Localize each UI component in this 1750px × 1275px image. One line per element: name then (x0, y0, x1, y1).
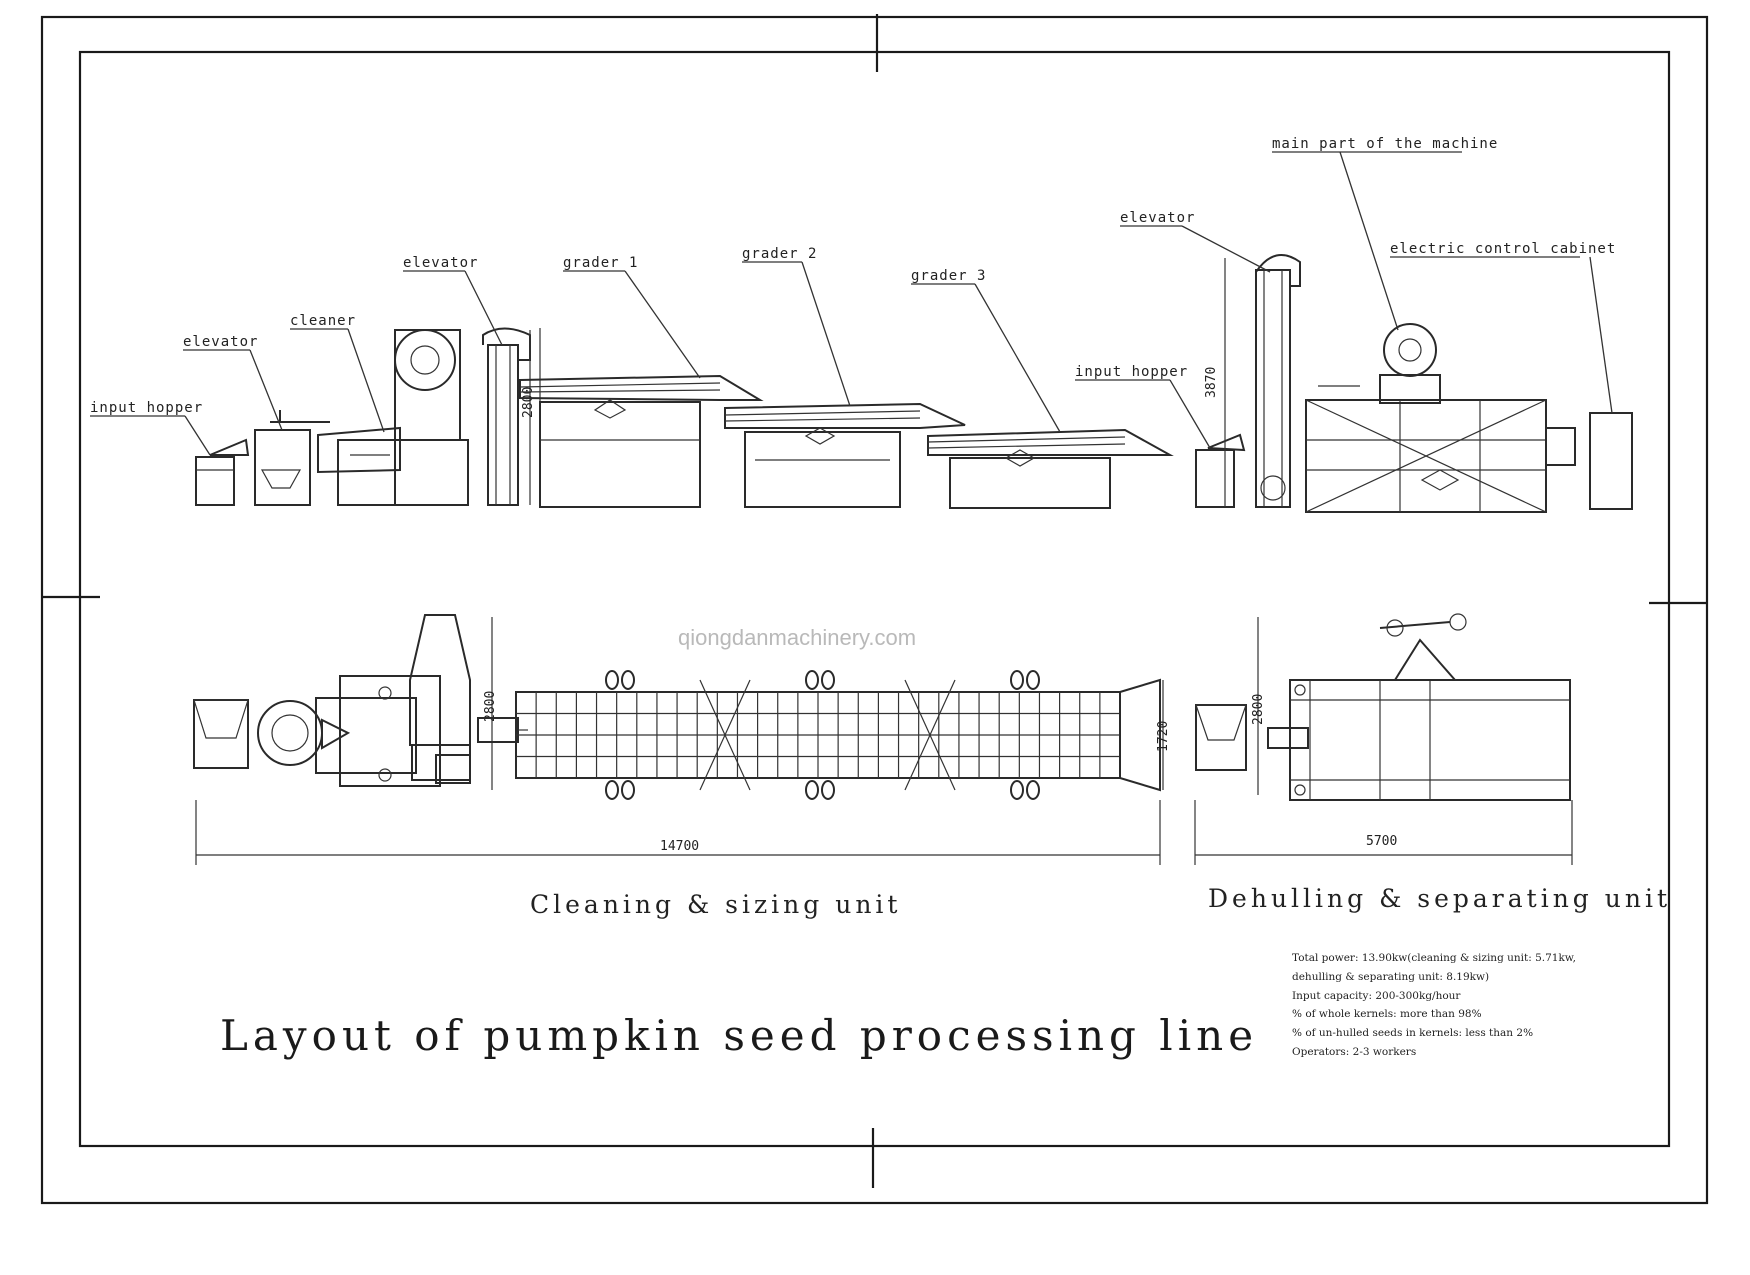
plan-length-dimensions: 14700 5700 (195, 800, 1573, 865)
grader-machine-2 (724, 402, 966, 508)
spec-line: % of whole kernels: more than 98% (1292, 1008, 1482, 1020)
drawing-title: Layout of pumpkin seed processing line (220, 1011, 1258, 1060)
input-hopper-machine (195, 438, 250, 506)
side-elevation: 2800 (90, 136, 1633, 513)
wheel (1010, 780, 1024, 800)
label-elevator-1: elevator (183, 334, 258, 350)
wheel (621, 670, 635, 690)
watermark: qiongdanmachinery.com (678, 625, 916, 650)
plan-braces (699, 678, 1161, 792)
wheel (805, 670, 819, 690)
spec-line: Input capacity: 200-300kg/hour (1292, 990, 1461, 1002)
label-input-hopper-2: input hopper (1075, 364, 1188, 380)
label-cleaner: cleaner (290, 313, 356, 329)
grader-machine-1 (519, 374, 764, 508)
label-grader-2: grader 2 (742, 246, 817, 262)
label-grader-3: grader 3 (911, 268, 986, 284)
caption-cleaning-sizing-unit: Cleaning & sizing unit (530, 890, 901, 919)
label-elevator-2: elevator (403, 255, 478, 271)
wheel (605, 670, 619, 690)
input-hopper-machine-2 (1195, 433, 1246, 508)
plan-elevator-head: 2800 (378, 614, 498, 790)
plan-dimension-2800: 2800 (483, 691, 498, 722)
wheel (1026, 670, 1040, 690)
plan-wheels (605, 670, 1040, 800)
length-dimension-14700: 14700 (660, 839, 699, 854)
spec-line: Operators: 2-3 workers (1292, 1046, 1416, 1058)
elevator-machine-2: 2800 (482, 327, 541, 506)
caption-dehulling-separating-unit: Dehulling & separating unit (1208, 884, 1671, 913)
drawing-border (40, 14, 1709, 1205)
specifications-block: Total power: 13.90kw(cleaning & sizing u… (1292, 952, 1576, 1058)
label-elevator-3: elevator (1120, 210, 1195, 226)
label-input-hopper: input hopper (90, 400, 203, 416)
wheel (821, 780, 835, 800)
electric-control-cabinet-machine (1589, 412, 1633, 510)
wheel (605, 780, 619, 800)
height-dimension-2800: 2800 (521, 387, 536, 418)
plan-dehuller: 2800 (1195, 613, 1571, 801)
dehuller-main-machine (1305, 323, 1576, 513)
plan-graders (515, 691, 1121, 779)
wheel (1026, 780, 1040, 800)
label-main-part: main part of the machine (1272, 136, 1498, 152)
spec-line: Total power: 13.90kw(cleaning & sizing u… (1292, 952, 1576, 964)
length-dimension-5700: 5700 (1366, 834, 1397, 849)
elevator-machine-1 (254, 410, 330, 506)
label-grader-1: grader 1 (563, 255, 638, 271)
spec-line: dehulling & separating unit: 8.19kw) (1292, 971, 1489, 983)
plan-hopper-1 (193, 699, 249, 769)
spec-line: % of un-hulled seeds in kernels: less th… (1292, 1027, 1533, 1039)
cleaner-machine (317, 329, 469, 506)
elevator-machine-3: 3870 (1204, 253, 1301, 508)
plan-view: 2800 1720 2800 (193, 613, 1573, 865)
height-dimension-3870: 3870 (1204, 367, 1219, 398)
plan-dimension-1720: 1720 (1156, 721, 1171, 752)
side-labels: input hopper elevator cleaner elevator g… (90, 136, 1616, 456)
wheel (805, 780, 819, 800)
label-electric-control-cabinet: electric control cabinet (1390, 241, 1616, 257)
grader-machine-3 (927, 428, 1174, 509)
wheel (1010, 670, 1024, 690)
wheel (621, 780, 635, 800)
plan-cleaner (257, 675, 441, 787)
wheel (821, 670, 835, 690)
plan-dimension-2800-right: 2800 (1251, 694, 1266, 725)
